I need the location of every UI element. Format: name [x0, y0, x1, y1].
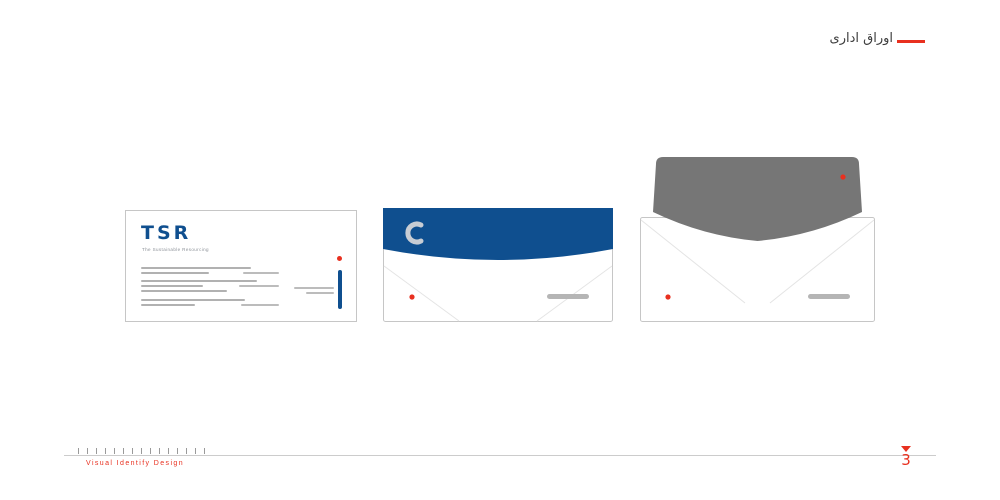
red-accent-dot: [840, 174, 846, 180]
fold-lines: [383, 265, 613, 322]
envelope-back-graphic: [640, 157, 875, 322]
letterhead-card: TSR The Sustainable Resourcing: [125, 210, 357, 322]
envelope-front-blue-flap: [383, 208, 613, 322]
red-accent-dot: [409, 294, 415, 300]
address-line: [141, 267, 251, 269]
footer-caption: Visual Identify Design: [86, 460, 184, 467]
address-line: [239, 285, 279, 287]
envelope-flap-blue: [383, 208, 613, 260]
page-number: 3: [901, 451, 911, 469]
address-line: [241, 304, 279, 306]
side-note-line: [306, 292, 334, 294]
address-line: [141, 280, 257, 282]
fold-lines: [640, 219, 875, 304]
address-line: [141, 285, 203, 287]
blue-vertical-bar: [338, 270, 342, 309]
page-marker: 3: [897, 446, 915, 468]
address-line: [141, 272, 209, 274]
ruler-ticks: [78, 448, 206, 454]
redacted-address-bar: [808, 294, 850, 299]
envelope-front-graphic: [383, 208, 613, 322]
arrow-down-icon: [901, 446, 911, 452]
address-line: [141, 290, 227, 292]
red-accent-dot: [337, 256, 342, 261]
footer-rule: [64, 455, 936, 456]
side-note-block: [276, 287, 334, 299]
section-title-rule: [897, 40, 925, 43]
crescent-icon: [405, 221, 424, 245]
side-note-line: [294, 287, 334, 289]
redacted-address-bar: [547, 294, 589, 299]
tsr-tagline: The Sustainable Resourcing: [142, 247, 209, 252]
address-line: [141, 304, 195, 306]
address-line: [141, 299, 245, 301]
red-accent-dot: [665, 294, 671, 300]
address-line: [243, 272, 279, 274]
section-title: اوراق اداری: [829, 31, 893, 46]
envelope-back-gray-flap: [640, 155, 875, 322]
address-block: [141, 267, 279, 313]
tsr-logo: TSR: [141, 222, 192, 244]
envelope-flap-gray: [653, 157, 862, 241]
